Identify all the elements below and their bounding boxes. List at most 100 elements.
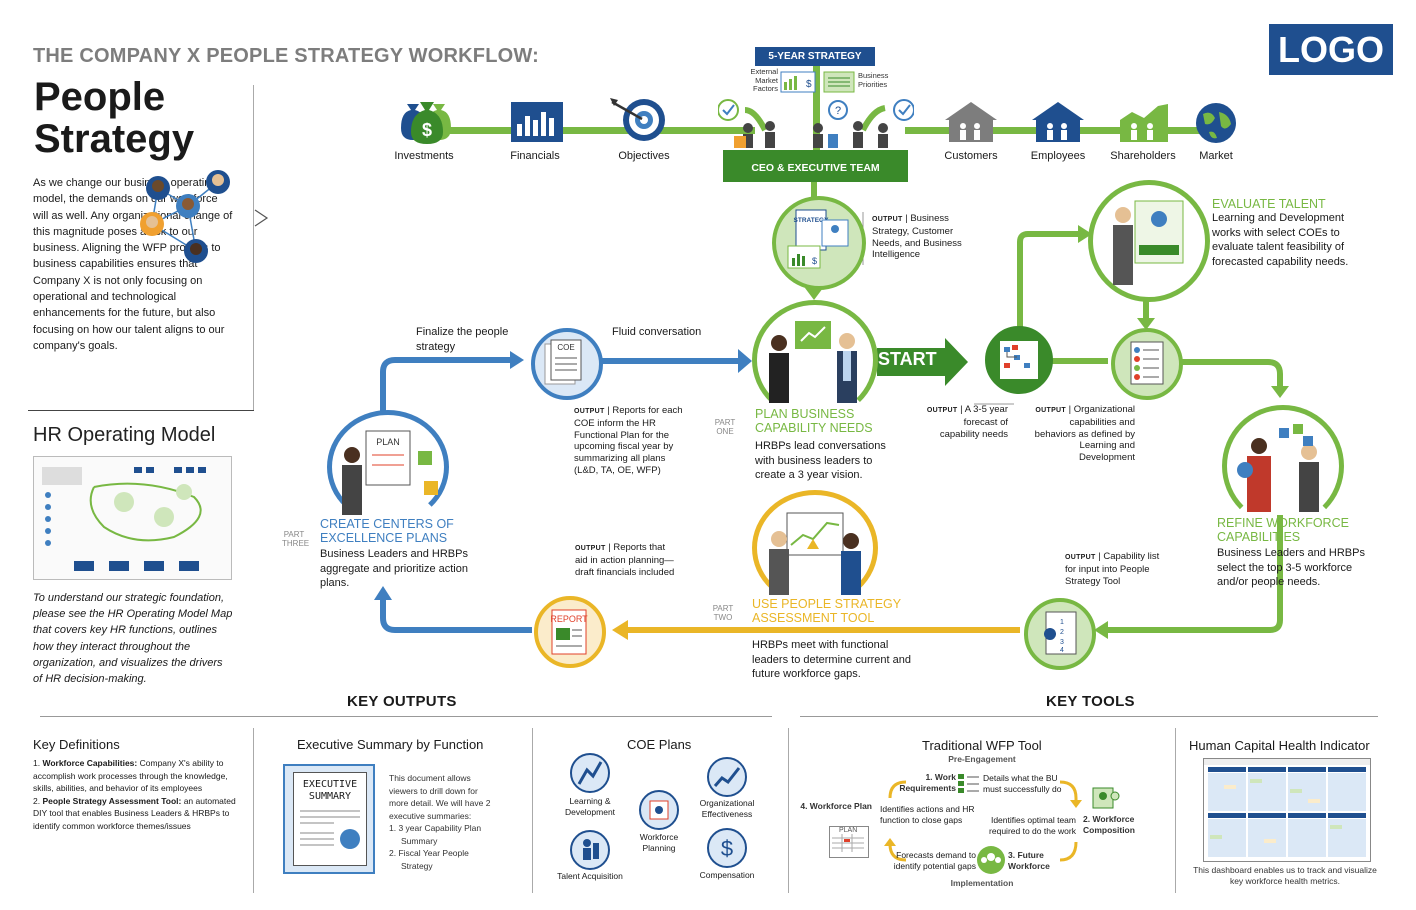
wfp-step-4: 4. Workforce Plan	[800, 801, 872, 811]
checklist-icon	[958, 774, 979, 793]
output-org-text: Organizational capabilities and behavior…	[1034, 404, 1135, 464]
left-divider	[253, 85, 254, 410]
office-people-icon	[1032, 102, 1084, 142]
talent-acquisition-icon	[570, 830, 610, 870]
chevron-right-icon	[254, 209, 269, 227]
svg-text:$: $	[422, 120, 432, 140]
coe-item-learning: Learning & Development	[564, 796, 616, 817]
coe-circle: COE	[531, 328, 603, 400]
compensation-icon: $	[707, 828, 747, 868]
input-customers: Customers	[944, 150, 998, 162]
house-people-icon	[945, 102, 997, 142]
output-capability: OUTPUT | Capability list for input into …	[1065, 551, 1160, 587]
input-financials: Financials	[510, 150, 560, 162]
output-strategy: OUTPUT | Business Strategy, Customer Nee…	[872, 213, 962, 261]
definition-term-1: Workforce Capabilities:	[42, 758, 138, 768]
org-capabilities-circle	[1111, 328, 1183, 400]
output-strategy-text: Business Strategy, Customer Needs, and B…	[872, 213, 962, 261]
exec-doc-line-2: SUMMARY	[308, 791, 352, 802]
assessment-tool-desc: HRBPs meet with functional leaders to de…	[752, 639, 911, 680]
svg-text:4: 4	[1060, 647, 1064, 654]
coe-plans-title: CREATE CENTERS OF EXCELLENCE PLANS	[320, 517, 454, 545]
output-forecast-text: A 3-5 year forecast of capability needs	[939, 404, 1008, 440]
external-factors-label: External Market Factors	[750, 67, 778, 93]
fluid-label: Fluid conversation	[612, 326, 702, 338]
coe-plans-desc: Business Leaders and HRBPs aggregate and…	[320, 548, 468, 589]
plan-grid-icon	[832, 834, 864, 852]
bar-chart-icon	[511, 102, 563, 142]
shareholders-growth-icon	[1120, 104, 1168, 142]
wfp-step-1: 1. Work Requirements	[899, 772, 956, 793]
assessment-tool-title: USE PEOPLE STRATEGY ASSESSMENT TOOL	[752, 597, 901, 625]
definition-term-2: People Strategy Assessment Tool:	[42, 795, 182, 806]
wfp-step-2: 2. Workforce Composition	[1083, 814, 1135, 835]
hr-model-thumbnail[interactable]	[33, 456, 232, 580]
coe-plans-section-title: COE Plans	[627, 737, 692, 752]
exec-summary-title: Executive Summary by Function	[297, 737, 484, 752]
assessment-tool-illustration	[752, 490, 878, 606]
output-label: OUTPUT	[575, 545, 606, 552]
input-objectives: Objectives	[618, 150, 670, 162]
hchi-dashboard-thumbnail[interactable]	[1203, 758, 1371, 862]
output-forecast: OUTPUT | A 3-5 year forecast of capabili…	[926, 404, 1008, 440]
output-label: OUTPUT	[1035, 407, 1066, 414]
start-label: START	[878, 349, 937, 369]
exec-item-1: 1. 3 year Capability Plan Summary	[389, 823, 482, 846]
target-icon	[610, 98, 665, 141]
refine-workforce-illustration	[1222, 405, 1344, 527]
executive-team-illustration: ?	[718, 99, 914, 148]
plan-capability-title: PLAN BUSINESS CAPABILITY NEEDS	[755, 407, 873, 435]
divider	[28, 410, 254, 411]
wfp-cycle-arrows	[884, 780, 1082, 862]
forecast-circle	[985, 326, 1053, 394]
strategy-output-circle: STRATEGY $	[772, 196, 866, 290]
wfp-implementation: Implementation	[950, 878, 1014, 888]
input-shareholders: Shareholders	[1110, 150, 1176, 162]
page-header: THE COMPANY X PEOPLE STRATEGY WORKFLOW:	[33, 45, 539, 67]
output-reports-text: Reports that aid in action planning—draf…	[575, 542, 675, 578]
wfp-tool-title: Traditional WFP Tool	[922, 738, 1042, 753]
coe-item-workforce-planning: Workforce Planning	[639, 832, 679, 853]
svg-text:?: ?	[835, 105, 841, 117]
definition-item-1: 1. Workforce Capabilities: Company X's a…	[33, 758, 228, 793]
coe-item-compensation: Compensation	[699, 870, 755, 880]
definitions-list: 1. Workforce Capabilities: Company X's a…	[33, 757, 238, 832]
part-three-label: PART THREE	[282, 530, 310, 548]
definitions-title: Key Definitions	[33, 737, 120, 752]
evaluate-talent-illustration	[1088, 180, 1210, 302]
svg-text:1: 1	[1060, 619, 1064, 626]
refine-workforce-title: REFINE WORKFORCE CAPABILITIES	[1217, 516, 1349, 544]
svg-text:3: 3	[1060, 639, 1064, 646]
workforce-planning-icon	[639, 790, 679, 830]
wfp-step-1-note: Details what the BU must successfully do	[983, 773, 1062, 794]
key-tools-heading: KEY TOOLS	[1046, 693, 1135, 710]
report-icon-label: REPORT	[550, 614, 588, 624]
part-one-label: PART ONE	[714, 418, 736, 436]
evaluate-talent-title: EVALUATE TALENT	[1212, 197, 1326, 211]
exec-summary-desc: This document allows viewers to drill do…	[389, 772, 499, 872]
bottom-divider-3	[788, 728, 789, 893]
wfp-pre-engagement: Pre-Engagement	[948, 754, 1016, 764]
ceo-executive-team: CEO & EXECUTIVE TEAM	[723, 150, 908, 182]
page-title: People Strategy	[34, 76, 244, 160]
logo: LOGO	[1269, 24, 1393, 75]
plan-icon-label: PLAN	[376, 437, 400, 447]
input-investments: Investments	[394, 150, 454, 162]
org-effectiveness-icon	[707, 757, 747, 797]
output-capability-text: Capability list for input into People St…	[1065, 551, 1160, 587]
strategy-icons: $	[780, 71, 855, 93]
definition-text-2: an automated DIY tool that enables Busin…	[33, 795, 236, 831]
bottom-divider-4	[1175, 728, 1176, 893]
learning-icon	[570, 753, 610, 793]
finalize-label: Finalize the people strategy	[416, 326, 509, 353]
hr-model-note: To understand our strategic foundation, …	[33, 592, 233, 686]
output-label: OUTPUT	[926, 407, 958, 414]
hchi-desc: This dashboard enables us to track and v…	[1193, 865, 1377, 886]
wfp-step-3-note: Forecasts demand to identify potential g…	[893, 850, 976, 871]
bottom-divider-1	[253, 728, 254, 893]
wfp-step-3: 3. Future Workforce	[1008, 850, 1050, 871]
exec-item-1-text: 3 year Capability Plan Summary	[398, 823, 482, 846]
definition-text-1: Company X's ability to accomplish work p…	[33, 758, 228, 793]
wfp-step-2-note: Identifies optimal team required to do t…	[989, 815, 1076, 836]
